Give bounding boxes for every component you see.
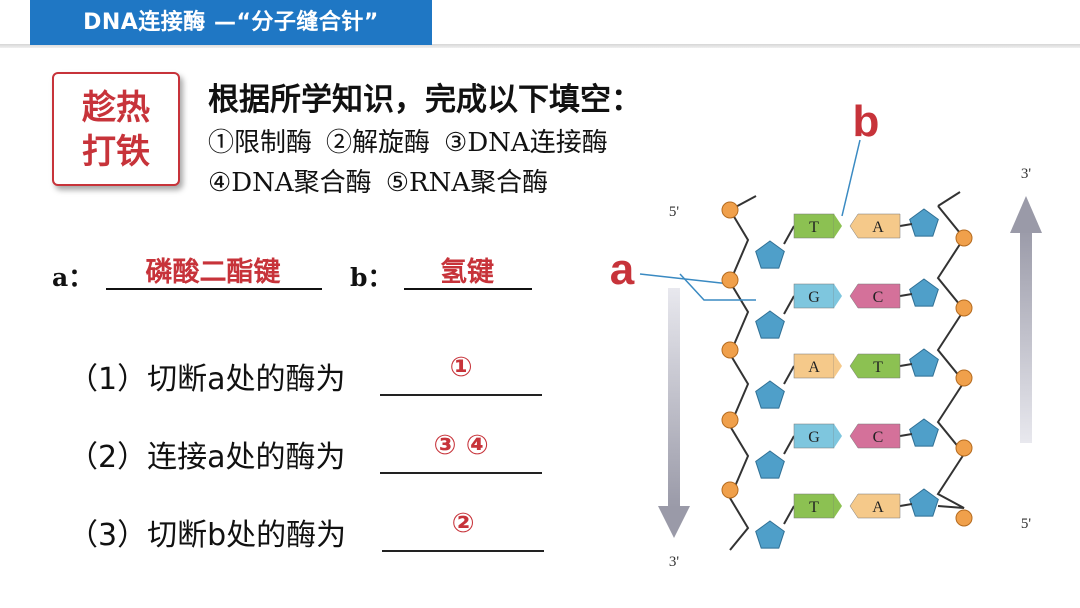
base-left-block-0 xyxy=(793,213,835,239)
question-1-line xyxy=(380,394,542,396)
base-left-block-4 xyxy=(793,493,835,519)
stub-right-0 xyxy=(899,223,913,227)
sugar-right-4 xyxy=(909,488,939,517)
instruction-text: 根据所学知识，完成以下填空： xyxy=(208,82,642,118)
blank-b-label: b： xyxy=(350,263,393,292)
down-arrow xyxy=(658,288,690,538)
phosphate-left-2 xyxy=(721,341,739,359)
phosphate-right-1 xyxy=(955,299,973,317)
question-3-answer: ② xyxy=(451,508,475,539)
base-right-block-0 xyxy=(849,213,901,239)
blank-a-label: a： xyxy=(52,263,94,292)
phosphate-right-0 xyxy=(955,229,973,247)
blank-a-line xyxy=(106,288,322,290)
up-arrow xyxy=(1010,196,1042,443)
stub-right-2 xyxy=(899,363,913,367)
sugar-right-1 xyxy=(909,278,939,307)
phosphate-right-3 xyxy=(955,439,973,457)
base-left-notch-3 xyxy=(834,424,842,448)
stub-left-4 xyxy=(783,505,795,525)
base-left-notch-4 xyxy=(834,494,842,518)
base-left-letter-1: G xyxy=(808,289,820,306)
label-a: a xyxy=(610,245,635,294)
sugar-left-4 xyxy=(755,520,785,549)
badge-line-1: 趁热 xyxy=(82,88,150,128)
label-a-pointer xyxy=(639,273,756,301)
blank-a-answer: 磷酸二酯键 xyxy=(145,257,281,288)
sugar-right-0 xyxy=(909,208,939,237)
base-pairs-layer: T A G C A T G C T A xyxy=(721,201,973,549)
base-left-block-2 xyxy=(793,353,835,379)
sugar-left-2 xyxy=(755,380,785,409)
right-bottom-end-label: 5' xyxy=(1021,516,1032,532)
option-dna-ligase: ③DNA连接酶 xyxy=(444,128,608,158)
base-left-notch-0 xyxy=(834,214,842,238)
base-right-letter-3: C xyxy=(873,429,884,446)
sugar-left-3 xyxy=(755,450,785,479)
option-rna-polymerase: ⑤RNA聚合酶 xyxy=(385,168,549,198)
base-left-block-3 xyxy=(793,423,835,449)
option-restriction-enzyme: ①限制酶 xyxy=(208,128,313,158)
base-right-letter-2: T xyxy=(873,359,883,376)
phosphate-left-3 xyxy=(721,411,739,429)
stub-right-4 xyxy=(899,503,913,507)
options-line-1: ①限制酶 ②解旋酶 ③DNA连接酶 xyxy=(208,122,622,159)
base-right-letter-1: C xyxy=(873,289,884,306)
question-3: （3）切断b处的酶为 xyxy=(68,518,347,553)
base-left-letter-4: T xyxy=(809,499,819,516)
phosphate-right-2 xyxy=(955,369,973,387)
base-left-letter-0: T xyxy=(809,219,819,236)
right-top-end-label: 3' xyxy=(1021,166,1032,182)
option-dna-polymerase: ④DNA聚合酶 xyxy=(208,168,372,198)
base-right-block-2 xyxy=(849,353,901,379)
left-top-end-label: 5' xyxy=(669,204,680,220)
header-rule xyxy=(0,44,1080,48)
label-b: b xyxy=(853,97,880,146)
blank-b-answer: 氢键 xyxy=(440,257,494,288)
stub-left-3 xyxy=(783,435,795,455)
base-left-letter-3: G xyxy=(808,429,820,446)
question-2-line xyxy=(380,472,542,474)
question-3-line xyxy=(382,550,544,552)
stub-left-0 xyxy=(783,225,795,245)
base-left-notch-1 xyxy=(834,284,842,308)
question-2: （2）连接a处的酶为 xyxy=(68,440,346,475)
base-right-letter-4: A xyxy=(872,499,884,516)
stub-right-3 xyxy=(899,433,913,437)
question-2-answer: ③ ④ xyxy=(433,430,489,461)
left-bottom-end-label: 3' xyxy=(669,554,680,570)
base-left-notch-2 xyxy=(834,354,842,378)
phosphate-left-1 xyxy=(721,271,739,289)
phosphate-right-4 xyxy=(955,509,973,527)
phosphate-left-0 xyxy=(721,201,739,219)
review-badge: 趁热 打铁 xyxy=(52,72,180,186)
sugar-left-0 xyxy=(755,240,785,269)
phosphate-left-4 xyxy=(721,481,739,499)
sugar-right-2 xyxy=(909,348,939,377)
option-helicase: ②解旋酶 xyxy=(326,128,431,158)
stub-left-1 xyxy=(783,295,795,315)
question-1-answer: ① xyxy=(449,352,473,383)
sugar-right-3 xyxy=(909,418,939,447)
stub-left-2 xyxy=(783,365,795,385)
question-1: （1）切断a处的酶为 xyxy=(68,362,346,397)
badge-line-2: 打铁 xyxy=(82,132,150,172)
label-b-pointer xyxy=(841,139,861,217)
base-left-letter-2: A xyxy=(808,359,820,376)
base-right-block-3 xyxy=(849,423,901,449)
base-right-letter-0: A xyxy=(872,219,884,236)
sugar-left-1 xyxy=(755,310,785,339)
dna-double-helix-diagram: 5' 3' 3' 5' a b T A G C A T G C T A xyxy=(610,97,1042,570)
blank-b-line xyxy=(404,288,532,290)
stub-right-1 xyxy=(899,293,913,297)
options-line-2: ④DNA聚合酶 ⑤RNA聚合酶 xyxy=(208,162,562,199)
base-right-block-4 xyxy=(849,493,901,519)
slide-title: DNA连接酶 —“分子缝合针” xyxy=(30,0,432,45)
base-right-block-1 xyxy=(849,283,901,309)
